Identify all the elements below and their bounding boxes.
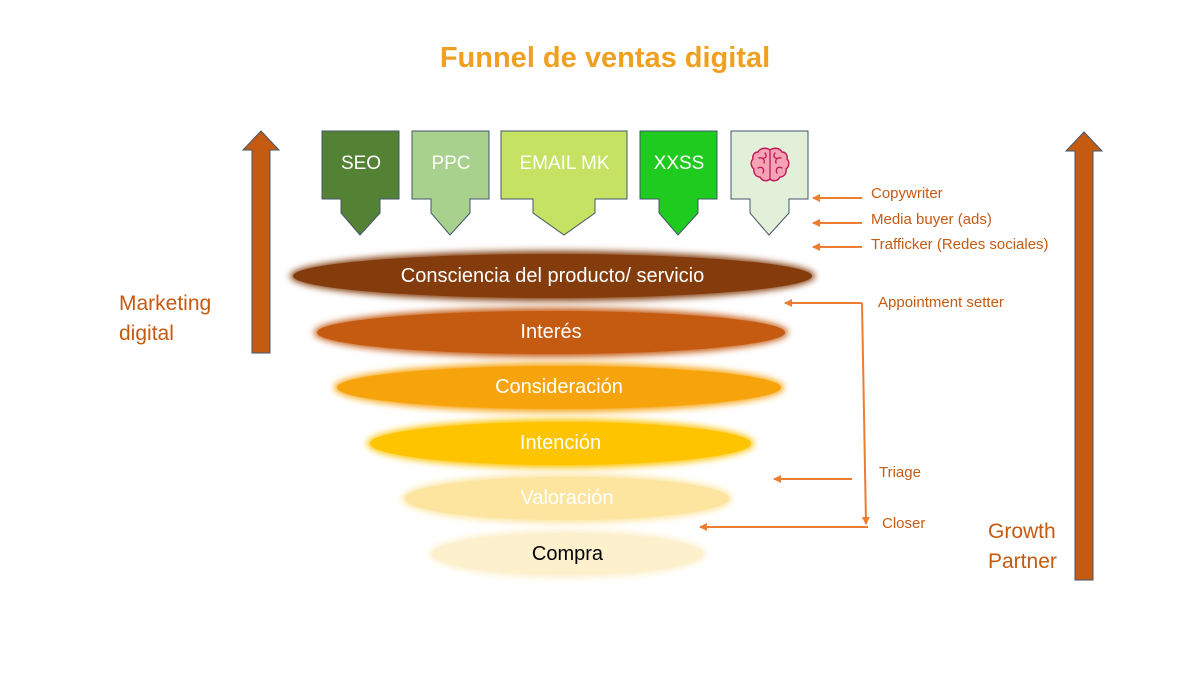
role-trafficker: Trafficker (Redes sociales) bbox=[871, 236, 1049, 253]
left-up-arrow bbox=[241, 130, 281, 354]
role-media-buyer: Media buyer (ads) bbox=[871, 211, 992, 228]
right-label-line-2: Partner bbox=[988, 550, 1057, 573]
channel-label: EMAIL MK bbox=[519, 153, 610, 174]
right-label-line-1: Growth bbox=[988, 520, 1056, 543]
channel-xxss: XXSS bbox=[639, 130, 718, 237]
stage-consciencia: Consciencia del producto/ servicio bbox=[293, 254, 812, 298]
stage-label: Intención bbox=[519, 432, 602, 454]
stage-consideracion: Consideración bbox=[337, 366, 781, 409]
callout-arrow-shape bbox=[411, 130, 490, 236]
callout-arrow-shape bbox=[321, 130, 400, 236]
channel-label: PPC bbox=[431, 153, 471, 174]
callout-arrow-shape bbox=[730, 130, 809, 236]
page-title: Funnel de ventas digital bbox=[439, 42, 771, 74]
stage-interes: Interés bbox=[317, 311, 785, 354]
brain-icon bbox=[750, 147, 790, 182]
stage-label: Valoración bbox=[520, 487, 614, 509]
callout-arrow-shape bbox=[500, 130, 628, 236]
stage-label: Consciencia del producto/ servicio bbox=[400, 264, 705, 287]
stage-label: Consideración bbox=[495, 376, 623, 398]
role-copywriter: Copywriter bbox=[871, 185, 943, 202]
role-closer: Closer bbox=[882, 515, 926, 532]
stage-intencion: Intención bbox=[370, 422, 751, 465]
left-label-line-1: Marketing bbox=[119, 292, 212, 315]
stage-compra: Compra bbox=[432, 533, 703, 575]
role-appointment-setter: Appointment setter bbox=[878, 294, 1004, 311]
stage-label: Interés bbox=[520, 321, 582, 343]
setter-closer-bracket bbox=[861, 302, 870, 525]
channel-label: SEO bbox=[340, 153, 382, 174]
channel-seo: SEO bbox=[321, 130, 400, 237]
channel-brain bbox=[730, 130, 809, 237]
stage-valoracion: Valoración bbox=[405, 477, 729, 520]
role-triage: Triage bbox=[879, 464, 921, 481]
right-side-label: Growth Partner bbox=[988, 517, 1057, 577]
channel-label: XXSS bbox=[653, 153, 705, 174]
stage-label: Compra bbox=[531, 542, 604, 565]
channel-ppc: PPC bbox=[411, 130, 490, 237]
left-label-line-2: digital bbox=[119, 322, 174, 345]
right-up-arrow bbox=[1064, 131, 1104, 581]
left-side-label: Marketing digital bbox=[119, 289, 211, 349]
callout-arrow-shape bbox=[639, 130, 718, 236]
channel-email-mk: EMAIL MK bbox=[500, 130, 628, 237]
